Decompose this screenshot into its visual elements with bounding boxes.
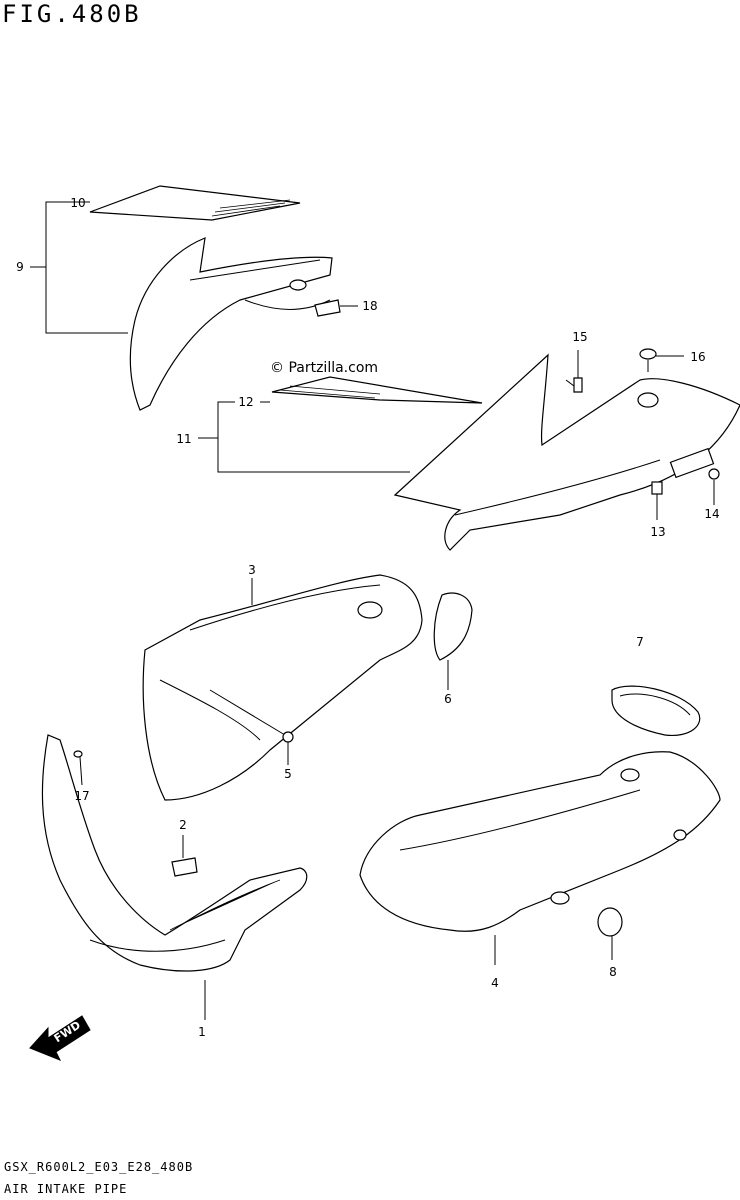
part-5-screw xyxy=(209,689,294,765)
figure-title: FIG.480B xyxy=(2,0,142,28)
callout-3[interactable]: 3 xyxy=(248,563,256,577)
callout-11[interactable]: 11 xyxy=(176,432,192,446)
callout-8[interactable]: 8 xyxy=(609,965,617,979)
watermark: © Partzilla.com xyxy=(270,360,379,376)
callout-10[interactable]: 10 xyxy=(70,196,86,210)
part-2-label xyxy=(171,835,198,877)
callout-12[interactable]: 12 xyxy=(238,395,254,409)
part-7-gasket xyxy=(611,685,701,737)
part-4-intake-duct-right xyxy=(359,751,721,965)
part-11-duct-cover-right xyxy=(393,353,740,551)
bracket-11-12 xyxy=(198,401,410,473)
part-10-mesh-net xyxy=(89,185,301,221)
callout-1[interactable]: 1 xyxy=(198,1025,206,1039)
part-16-clip xyxy=(639,348,684,372)
footer-model-code: GSX_R600L2_E03_E28_480B xyxy=(4,1160,194,1174)
part-1-front-bracket xyxy=(41,734,308,1020)
part-9-duct-cover-left xyxy=(129,237,333,411)
callout-9[interactable]: 9 xyxy=(16,260,24,274)
callout-15[interactable]: 15 xyxy=(572,330,588,344)
fwd-arrow-icon: FWD xyxy=(29,1015,91,1061)
callout-14[interactable]: 14 xyxy=(704,507,720,521)
part-15-screw xyxy=(565,350,583,393)
callout-4[interactable]: 4 xyxy=(491,976,499,990)
part-3-intake-duct-left xyxy=(142,574,423,801)
callout-17[interactable]: 17 xyxy=(74,789,90,803)
part-14-screw xyxy=(708,468,720,505)
callout-7[interactable]: 7 xyxy=(636,635,644,649)
part-8-grommet xyxy=(597,907,623,960)
bracket-9-10 xyxy=(30,201,128,334)
part-17-screw xyxy=(73,750,83,786)
callout-16[interactable]: 16 xyxy=(690,350,706,364)
part-13-grommet xyxy=(651,481,663,520)
part-6-seal xyxy=(433,592,473,690)
callout-5[interactable]: 5 xyxy=(284,767,292,781)
footer-figure-name: AIR INTAKE PIPE xyxy=(4,1182,128,1196)
part-12-mesh-net xyxy=(260,376,483,404)
callout-6[interactable]: 6 xyxy=(444,692,452,706)
callout-18[interactable]: 18 xyxy=(362,299,378,313)
callout-2[interactable]: 2 xyxy=(179,818,187,832)
callout-13[interactable]: 13 xyxy=(650,525,666,539)
part-18-label xyxy=(314,299,358,317)
